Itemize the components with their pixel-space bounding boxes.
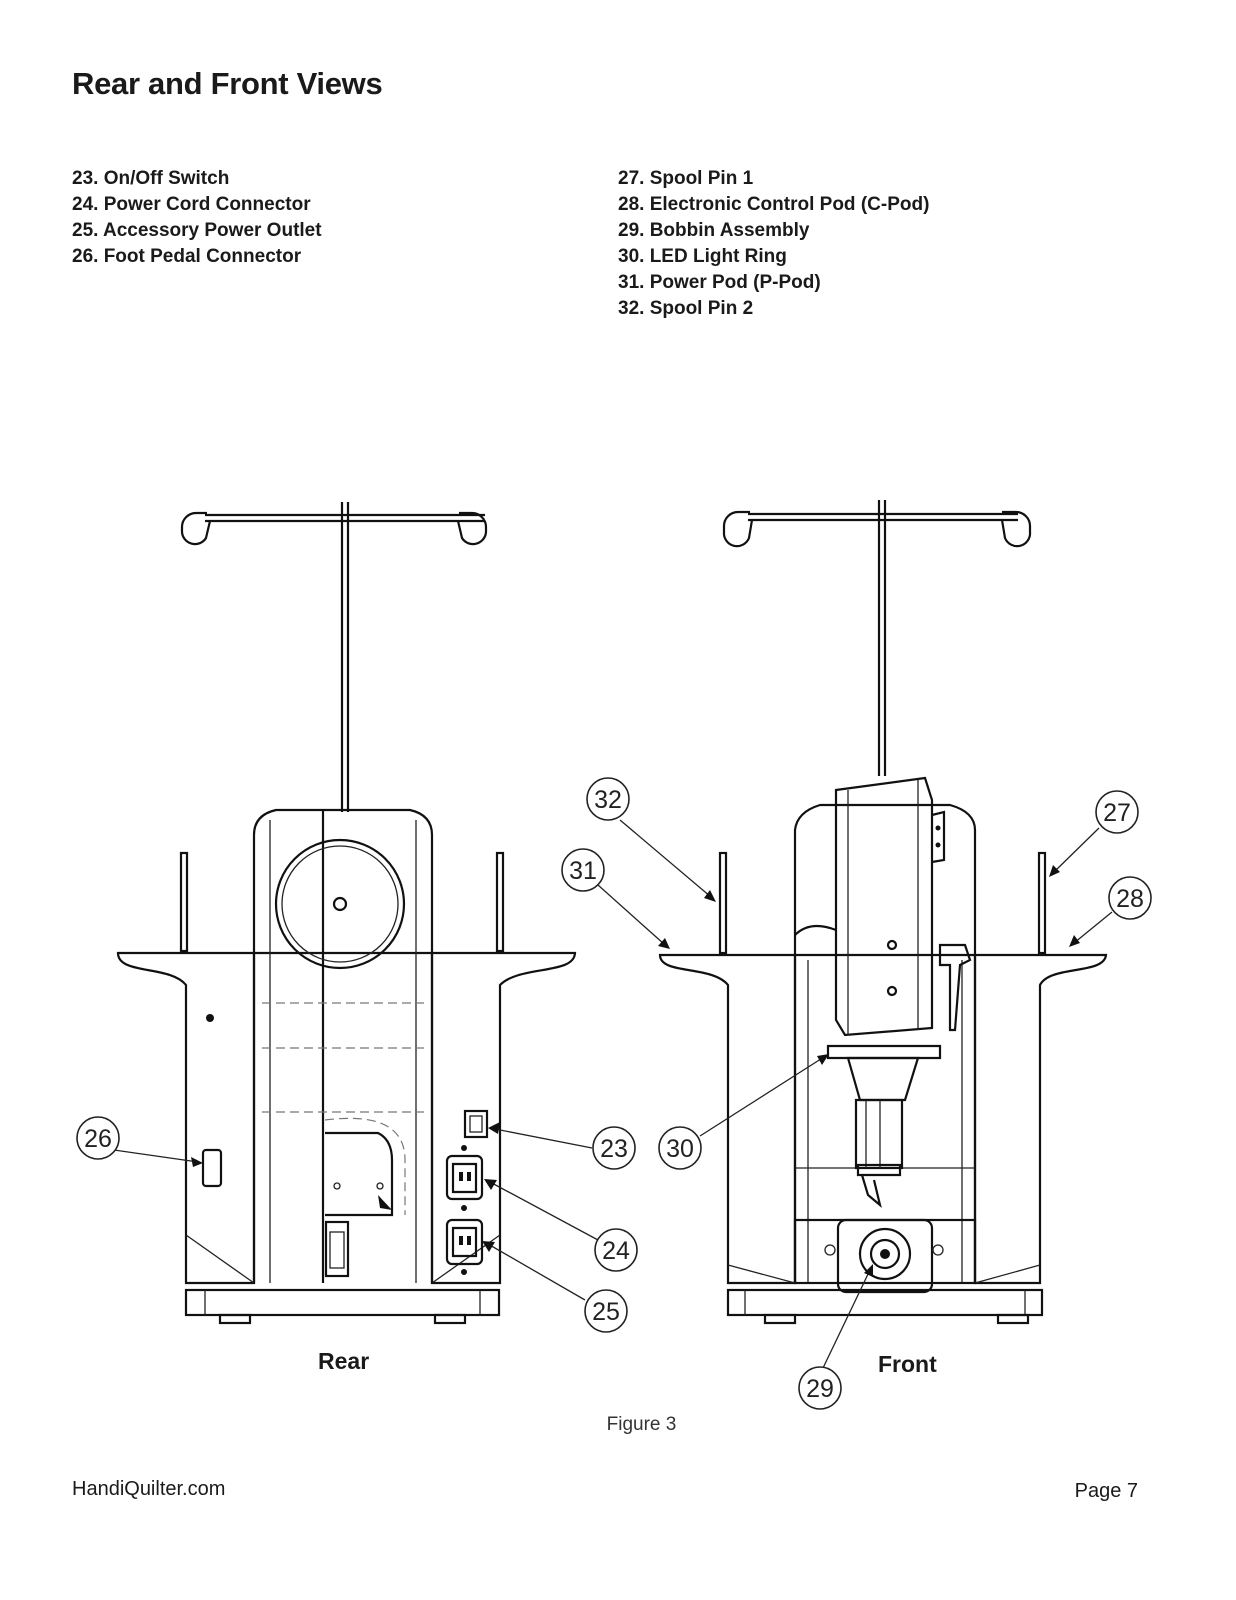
rear-thread-stand <box>180 502 488 812</box>
svg-text:25: 25 <box>592 1298 620 1326</box>
power-cord-connector <box>445 1154 484 1201</box>
callout-25: 25 <box>584 1289 628 1333</box>
rear-head-body <box>252 808 434 1283</box>
svg-text:30: 30 <box>666 1135 694 1163</box>
page-title: Rear and Front Views <box>72 66 383 101</box>
callout-30: 30 <box>658 1126 702 1170</box>
callout-27: 27 <box>1095 790 1139 834</box>
legend-item-25: 25. Accessory Power Outlet <box>72 220 322 241</box>
legend-item-23: 23. On/Off Switch <box>72 168 230 189</box>
legend-left: 23. On/Off Switch 24. Power Cord Connect… <box>72 166 322 270</box>
legend-right: 27. Spool Pin 1 28. Electronic Control P… <box>618 166 929 322</box>
front-head-body <box>793 803 977 1283</box>
front-tray-pods <box>658 953 1108 1285</box>
figure-caption: Figure 3 <box>606 1414 677 1435</box>
rear-serial-port <box>324 1220 350 1278</box>
callout-32: 32 <box>586 777 630 821</box>
svg-text:28: 28 <box>1116 885 1144 913</box>
bobbin-assembly <box>858 1227 912 1281</box>
callout-24: 24 <box>594 1228 638 1272</box>
rear-view-label: Rear <box>318 1348 370 1374</box>
callout-31: 31 <box>561 848 605 892</box>
machine-illustration: 26 23 24 25 32 31 27 28 30 29 <box>76 500 1152 1410</box>
front-thread-stand <box>722 500 1032 776</box>
rear-tray-pods <box>116 951 577 1285</box>
leader-lines <box>99 819 1113 1369</box>
svg-text:23: 23 <box>600 1135 628 1163</box>
front-base <box>726 1288 1044 1317</box>
footer-website: HandiQuilter.com <box>72 1478 226 1500</box>
rear-screw <box>206 1014 214 1022</box>
footer-page-number: Page 7 <box>1074 1480 1138 1502</box>
legend-item-32: 32. Spool Pin 2 <box>618 298 754 319</box>
svg-text:27: 27 <box>1103 799 1131 827</box>
front-quilting-head <box>834 776 934 1037</box>
legend-item-31: 31. Power Pod (P-Pod) <box>618 272 821 293</box>
callout-26: 26 <box>76 1116 120 1160</box>
rear-spool-pin-right <box>495 851 505 953</box>
svg-text:26: 26 <box>84 1125 112 1153</box>
legend-item-27: 27. Spool Pin 1 <box>618 168 754 189</box>
spool-pin-1 <box>1037 851 1047 955</box>
legend-item-26: 26. Foot Pedal Connector <box>72 246 302 267</box>
svg-text:31: 31 <box>569 857 597 885</box>
svg-text:32: 32 <box>594 786 622 814</box>
svg-text:29: 29 <box>806 1375 834 1403</box>
svg-text:24: 24 <box>602 1237 630 1265</box>
foot-pedal-connector <box>201 1148 223 1188</box>
callout-29: 29 <box>798 1366 842 1410</box>
accessory-power-outlet <box>445 1218 484 1266</box>
legend-item-30: 30. LED Light Ring <box>618 246 787 267</box>
front-view-label: Front <box>878 1351 937 1377</box>
rear-handwheel <box>274 838 406 970</box>
callout-28: 28 <box>1108 876 1152 920</box>
legend-item-29: 29. Bobbin Assembly <box>618 220 810 241</box>
legend-item-24: 24. Power Cord Connector <box>72 194 311 215</box>
spool-pin-2 <box>718 851 728 955</box>
rear-spool-pin-left <box>179 851 189 953</box>
front-view-drawing <box>658 500 1108 1325</box>
on-off-switch <box>463 1109 489 1139</box>
rear-base <box>184 1288 501 1317</box>
callout-23: 23 <box>592 1126 636 1170</box>
legend-item-28: 28. Electronic Control Pod (C-Pod) <box>618 194 930 215</box>
rear-view-drawing <box>116 502 577 1325</box>
led-light-ring <box>826 1044 942 1060</box>
